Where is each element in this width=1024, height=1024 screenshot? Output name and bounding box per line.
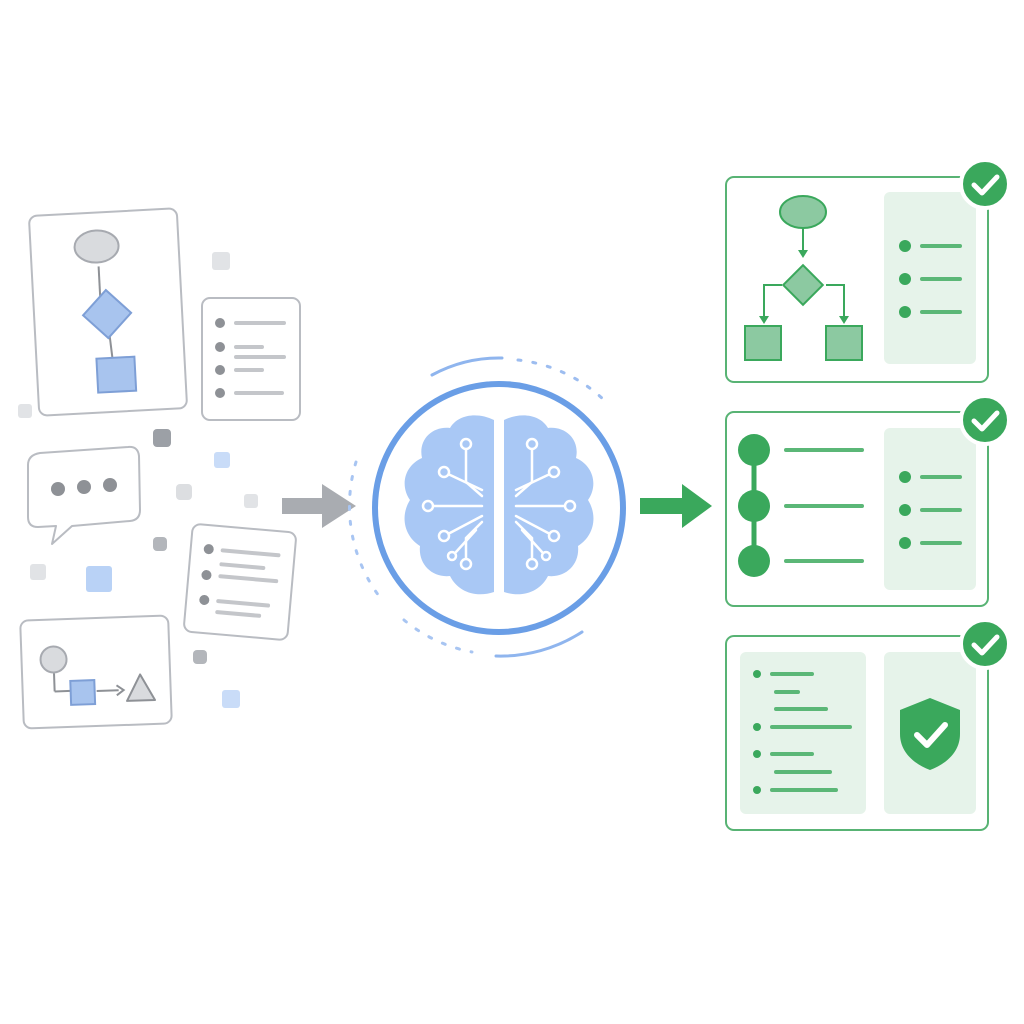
output-flow-decision [781,263,825,307]
output-flow-left-box [744,325,782,361]
flow-start-node [73,229,120,264]
input-list-card-2 [183,523,297,641]
input-to-brain-arrow [282,484,356,528]
chat-bubble-icon [27,445,141,545]
shape-circle [39,645,68,674]
brain-circuits-left [430,446,484,562]
brain-circuits-right [514,446,568,562]
input-list-card [201,297,301,421]
shape-square [69,679,97,706]
check-circle-icon [959,158,1011,210]
output-verified-card [725,635,989,831]
shield-check-icon [900,698,960,770]
output-cards [725,158,1011,831]
input-shape-card [19,614,173,730]
check-circle-icon [959,394,1011,446]
output-flow-right-box [825,325,863,361]
brain-circuit-icon [348,356,626,658]
output-flow-start [779,195,827,229]
flow-process-node [95,355,138,394]
input-flowchart-card [28,207,188,417]
brain-to-output-arrow [640,484,712,528]
output-list-panel [740,652,866,814]
input-artifacts [18,207,301,730]
output-timeline-card [725,411,989,607]
scattered-particles [18,252,258,708]
check-circle-icon [959,618,1011,670]
flow-decision-node [81,288,133,340]
output-flowchart-card [725,176,989,383]
shape-triangle [126,673,157,702]
